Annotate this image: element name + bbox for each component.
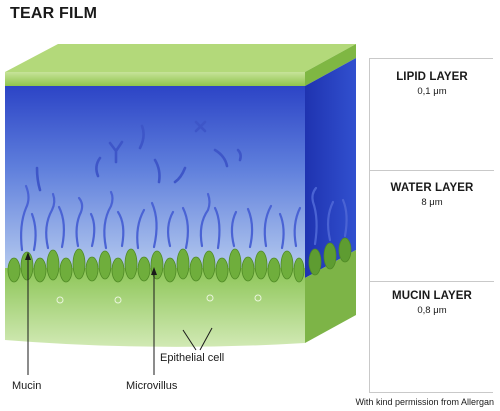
lipid-layer-section: LIPID LAYER 0,1 μm xyxy=(370,59,494,170)
epithelium-base xyxy=(5,268,305,347)
lipid-layer-thickness: 0,1 μm xyxy=(417,86,447,97)
microvillus-label: Microvillus xyxy=(126,380,178,392)
water-layer-name: WATER LAYER xyxy=(390,182,474,194)
credit-text: With kind permission from Allergan xyxy=(355,397,494,407)
lipid-layer-side xyxy=(305,44,356,86)
water-layer-thickness: 8 μm xyxy=(421,197,443,208)
diagram-title: TEAR FILM xyxy=(10,5,98,22)
mucin-strands xyxy=(20,184,348,252)
cell-nuclei xyxy=(56,294,262,304)
lipid-layer-front xyxy=(5,72,305,86)
mucin-fragments xyxy=(35,120,242,192)
lipid-layer-name: LIPID LAYER xyxy=(396,71,468,83)
mucin-layer-section: MUCIN LAYER 0,8 μm xyxy=(370,281,494,393)
water-layer-side xyxy=(305,58,356,278)
water-layer-section: WATER LAYER 8 μm xyxy=(370,170,494,281)
arrow-heads xyxy=(25,252,157,275)
layer-legend-panel: LIPID LAYER 0,1 μm WATER LAYER 8 μm MUCI… xyxy=(369,58,494,393)
lipid-layer-top xyxy=(5,44,356,72)
mucin-label: Mucin xyxy=(12,380,42,392)
epithelial-cell-label: Epithelial cell xyxy=(160,352,225,364)
microvilli xyxy=(7,237,352,283)
leader-lines xyxy=(27,255,213,375)
mucin-layer-thickness: 0,8 μm xyxy=(417,305,447,316)
mucin-layer-name: MUCIN LAYER xyxy=(392,290,472,302)
